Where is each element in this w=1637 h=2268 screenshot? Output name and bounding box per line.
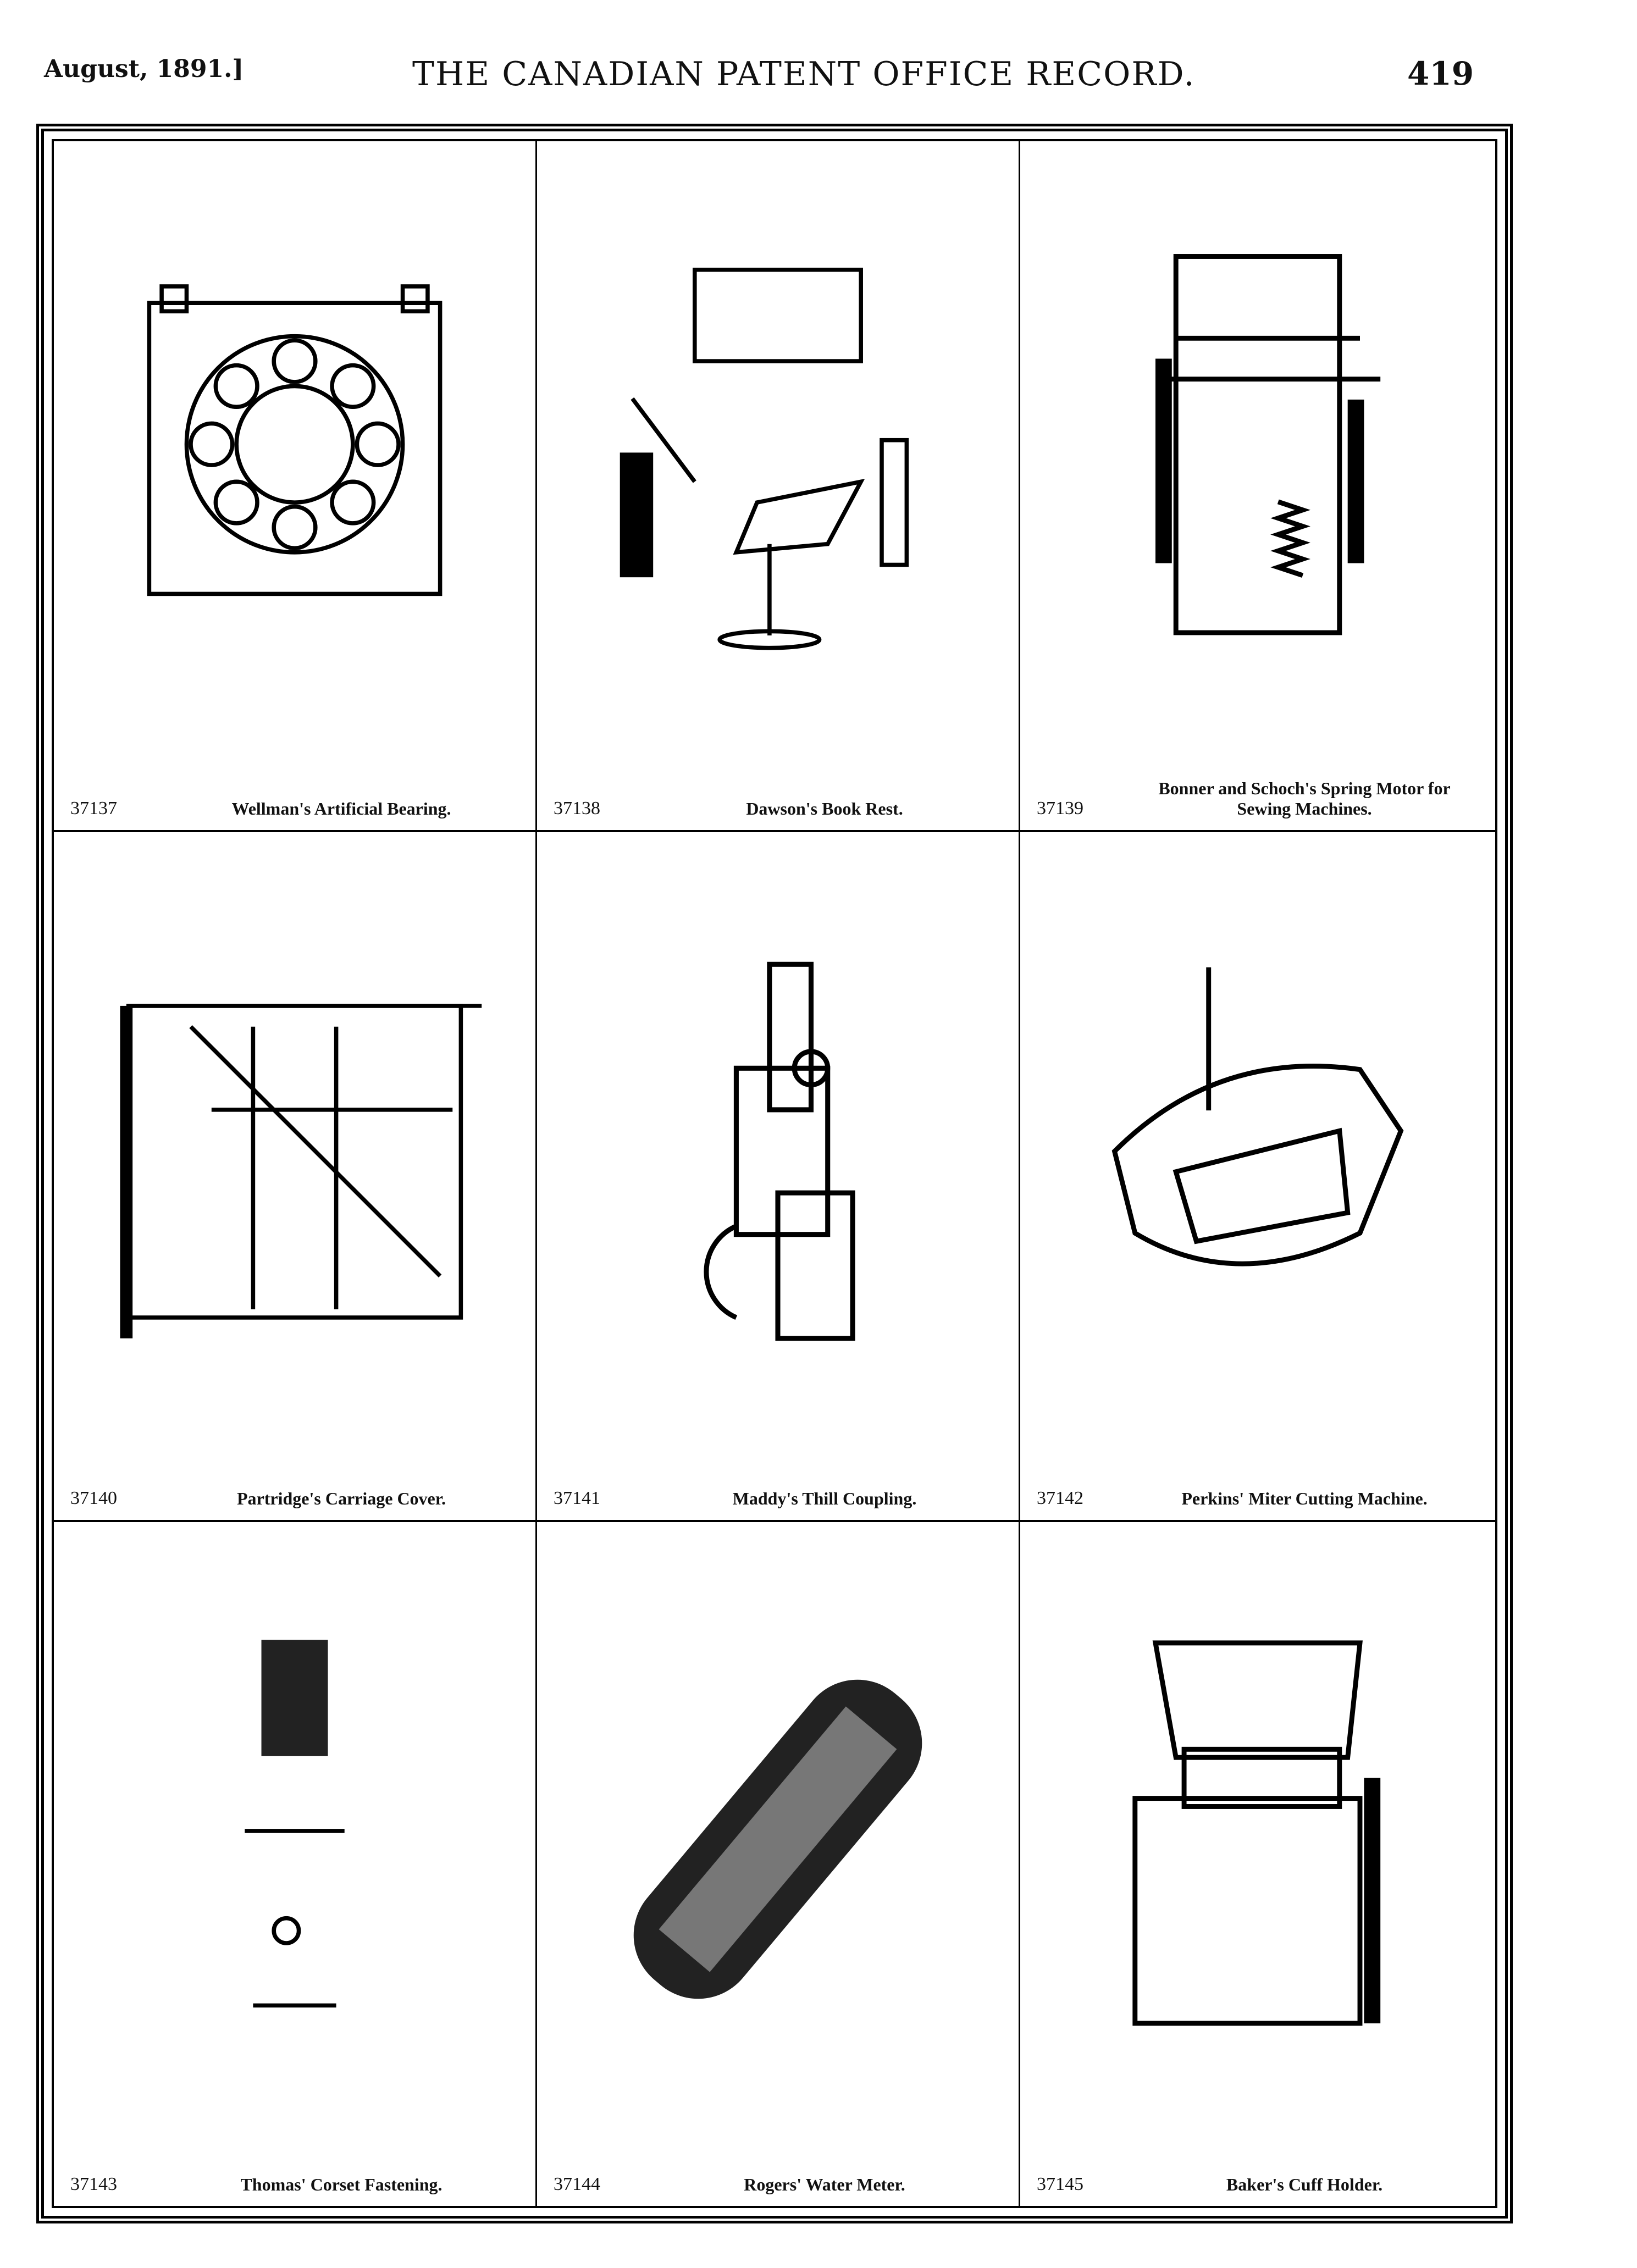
page-number: 419 (1407, 55, 1474, 92)
patent-number: 37138 (554, 798, 600, 818)
patent-title: Maddy's Thill Coupling. (732, 1489, 917, 1508)
bearing-drawing-icon (87, 163, 502, 759)
patent-cell: 37142 Perkins' Miter Cutting Machine. (1020, 832, 1495, 1522)
water-meter-drawing-icon (570, 1544, 986, 2134)
page-title: THE CANADIAN PATENT OFFICE RECORD. (412, 55, 1196, 93)
cuff-holder-drawing-icon (1053, 1544, 1462, 2134)
patent-cell: 37144 Rogers' Water Meter. (537, 1522, 1020, 2206)
plate-frame: 37137 Wellman's Artificial Bearing. 37138… (36, 124, 1513, 2223)
patent-number: 37137 (70, 798, 117, 818)
patent-number: 37140 (70, 1488, 117, 1508)
thill-coupling-drawing-icon (570, 854, 986, 1448)
patent-cell: 37143 Thomas' Corset Fastening. (54, 1522, 537, 2206)
patent-cell: 37139 Bonner and Schoch's Spring Motor fo… (1020, 141, 1495, 832)
patent-cell: 37140 Partridge's Carriage Cover. (54, 832, 537, 1522)
patent-number: 37143 (70, 2174, 117, 2194)
patent-title: Bonner and Schoch's Spring Motor for Sew… (1158, 778, 1451, 818)
patent-title: Wellman's Artificial Bearing. (231, 799, 451, 818)
patent-title: Dawson's Book Rest. (746, 799, 903, 818)
patent-cell: 37137 Wellman's Artificial Bearing. (54, 141, 537, 832)
patent-number: 37145 (1037, 2174, 1083, 2194)
book-rest-drawing-icon (570, 163, 986, 759)
patent-cell: 37145 Baker's Cuff Holder. (1020, 1522, 1495, 2206)
patent-cell: 37141 Maddy's Thill Coupling. (537, 832, 1020, 1522)
patent-title: Thomas' Corset Fastening. (240, 2175, 443, 2194)
patent-number: 37141 (554, 1488, 600, 1508)
carriage-cover-drawing-icon (87, 854, 502, 1448)
patent-cell: 37138 Dawson's Book Rest. (537, 141, 1020, 832)
patent-number: 37142 (1037, 1488, 1083, 1508)
patent-number: 37139 (1037, 798, 1083, 818)
header-date: August, 1891.] (44, 55, 244, 83)
corset-fastening-drawing-icon (87, 1544, 502, 2134)
patent-grid: 37137 Wellman's Artificial Bearing. 37138… (52, 139, 1497, 2208)
patent-title: Partridge's Carriage Cover. (236, 1489, 446, 1508)
patent-title: Perkins' Miter Cutting Machine. (1181, 1489, 1428, 1508)
patent-title: Rogers' Water Meter. (744, 2175, 905, 2194)
patent-title: Baker's Cuff Holder. (1226, 2175, 1383, 2194)
patent-number: 37144 (554, 2174, 600, 2194)
spring-motor-drawing-icon (1053, 163, 1462, 759)
miter-machine-drawing-icon (1053, 854, 1462, 1448)
